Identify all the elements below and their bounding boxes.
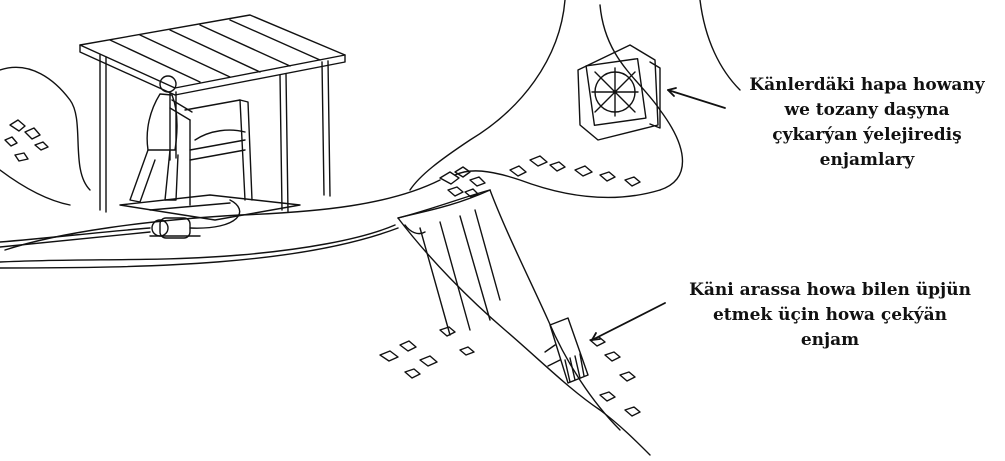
winch-frame [120, 100, 300, 220]
caption-line: enjam [660, 328, 1000, 353]
worker-figure [130, 76, 192, 202]
fan-pointer-arrow [668, 88, 725, 108]
caption-line: etmek üçin howa çekýän [660, 303, 1000, 328]
caption-line: Känlerdäki hapa howany [732, 73, 1002, 98]
pump-pointer-arrow [592, 303, 665, 340]
ventilation-fan-caption: Känlerdäki hapa howany we tozany daşyna … [732, 73, 1002, 173]
hillside-terrain [0, 0, 740, 455]
caption-line: çykarýan ýelejirediş [732, 123, 1002, 148]
air-pump-caption: Käni arassa howa bilen üpjün etmek üçin … [660, 278, 1000, 353]
caption-line: Käni arassa howa bilen üpjün [660, 278, 1000, 303]
air-pump-device [545, 318, 588, 383]
water-pump [0, 200, 240, 247]
shed-roof [80, 15, 345, 212]
caption-line: enjamlary [732, 148, 1002, 173]
cascade [398, 190, 500, 335]
caption-line: we tozany daşyna [732, 98, 1002, 123]
